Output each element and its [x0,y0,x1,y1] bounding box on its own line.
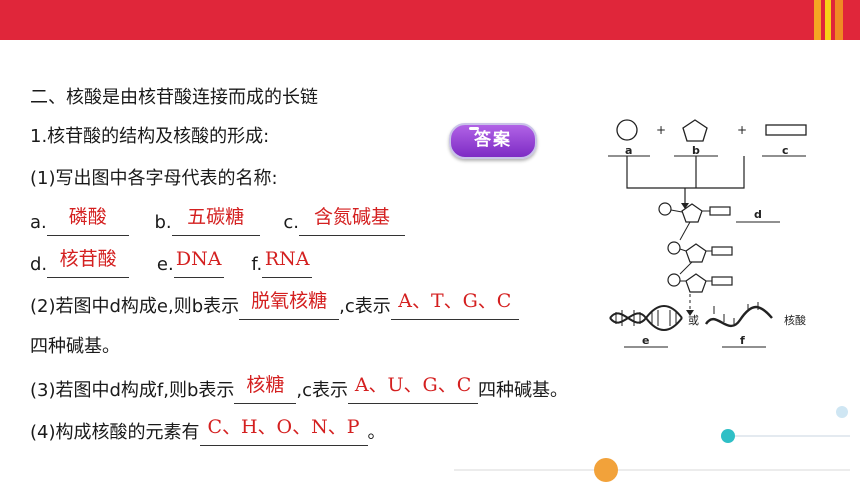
blank-d: 核苷酸 [47,248,130,278]
q2-tail: 四种碱基。 [30,336,120,357]
answer-c: 含氮碱基 [314,206,391,228]
header-bar [0,0,860,40]
dna-helix [609,305,683,331]
orange-dot [594,458,618,482]
arrow-down-2 [686,310,694,316]
q3-prefix: (3)若图中d构成f,则b表示 [30,380,235,401]
answer-e: DNA [175,248,222,270]
diagram-label-d: d [754,208,762,221]
q2-prefix: (2)若图中d构成e,则b表示 [30,296,240,317]
bottom-decoration [454,406,850,482]
answer-q2-c: A、T、G、C [398,290,512,312]
answer-d: 核苷酸 [59,248,117,270]
label-d: d. [30,254,48,275]
q1-row-abc: a. 磷酸 b. 五碳糖 c. 含氮碱基 [30,206,406,236]
answer-q3-b: 核糖 [246,374,285,396]
light-blue-dot [836,406,848,418]
blank-e: DNA [173,248,224,278]
blank-q4: C、H、O、N、P [199,416,368,446]
merge-lines [626,156,745,208]
label-e: e. [156,254,174,275]
q1-prompt: (1)写出图中各字母代表的名称: [30,168,278,189]
blank-q2-b: 脱氧核糖 [239,290,340,320]
q3-tail: 四种碱基。 [478,380,569,401]
label-c: c. [283,212,300,233]
answer-f: RNA [264,248,310,270]
or-text: 或 [688,314,699,327]
label-b: b. [154,212,172,233]
label-a: a. [30,212,47,233]
blank-a: 磷酸 [46,206,129,236]
q4-row: (4)构成核酸的元素有 C、H、O、N、P 。 [30,416,386,446]
answer-button-label: 答案 [474,130,512,150]
phosphate-circle [616,119,638,141]
label-f: f. [251,254,263,275]
pentose-pentagon [682,119,708,142]
plus-1: + [656,123,666,137]
q4-tail: 。 [367,422,386,443]
q2-mid: ,c表示 [339,296,391,317]
blank-q2-c: A、T、G、C [390,290,519,320]
base-rectangle [765,124,807,136]
q4-prefix: (4)构成核酸的元素有 [30,422,200,443]
section-subtitle: 1.核苷酸的结构及核酸的形成: [30,126,270,147]
teal-dot [721,429,735,443]
dna-rungs [615,310,677,326]
plus-2: + [737,123,747,137]
nucleotide-2 [667,241,733,263]
chain-bond-2 [679,261,693,275]
blank-q3-c: A、U、G、C [348,374,479,404]
rna-bases [713,302,759,326]
answer-q2-b: 脱氧核糖 [251,290,328,312]
answer-a: 磷酸 [68,206,107,228]
q2-row: (2)若图中d构成e,则b表示脱氧核糖 ,c表示 A、T、G、C [30,290,519,320]
diagram-label-b: b [692,144,700,157]
blank-q3-b: 核糖 [234,374,297,404]
chain-bond-1 [679,221,691,241]
section-heading: 二、核酸是由核苷酸连接而成的长链 [30,87,318,108]
answer-q4: C、H、O、N、P [207,416,360,438]
header-stripe-yellow [825,0,831,40]
header-stripe-orange [814,0,821,40]
diagram-label-f: f [740,334,745,347]
button-gloss [469,127,479,130]
nucleic-acid-label: 核酸 [784,313,806,327]
q3-mid: ,c表示 [296,380,349,401]
header-stripe-orange-2 [835,0,843,40]
diagram-label-a: a [625,144,632,157]
diagram-label-c: c [782,144,789,157]
rna-strand [704,305,773,328]
answer-q3-c: A、U、G、C [354,374,472,396]
arrow-down [681,203,689,209]
answer-button[interactable]: 答案 [449,123,537,159]
blank-c: 含氮碱基 [299,206,406,236]
diagram-label-e: e [642,334,649,347]
blank-b: 五碳糖 [171,206,260,236]
nucleotide-1 [658,202,731,223]
nucleotide-3 [667,273,733,293]
blank-f: RNA [262,248,313,278]
answer-b: 五碳糖 [187,206,245,228]
q1-row-def: d. 核苷酸 e.DNA f.RNA [30,248,313,278]
nucleic-acid-diagram: + + a b c d [608,119,807,348]
